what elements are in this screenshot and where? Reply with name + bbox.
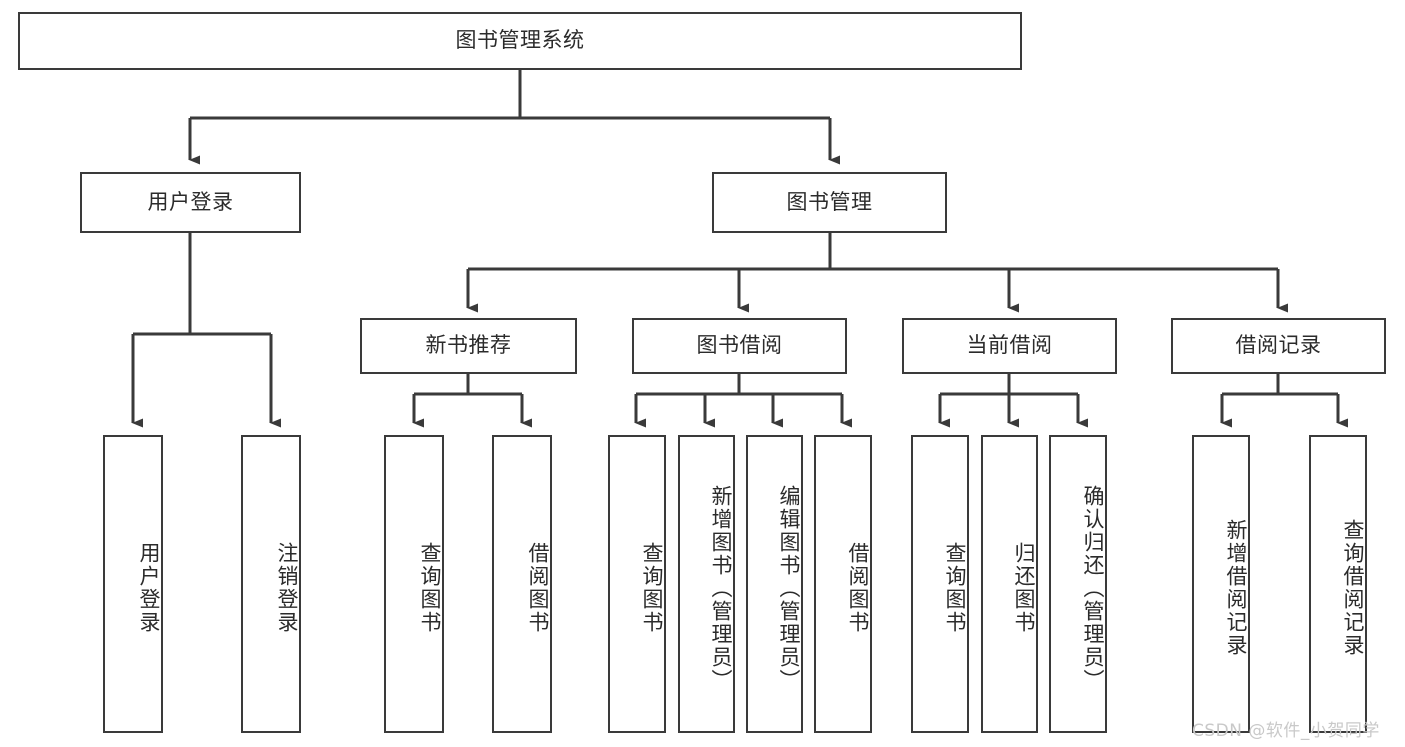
leaf-cb-query-book-label: 查询图书 (943, 542, 967, 634)
leaf-bb-edit-book-label: 编辑图书（管理员） (777, 484, 801, 692)
leaf-br-add-record-label: 新增借阅记录 (1224, 519, 1248, 657)
leaf-bb-query-book-label: 查询图书 (640, 542, 664, 634)
node-new-book-recommend-label: 新书推荐 (425, 333, 512, 358)
node-user-login-label: 用户登录 (147, 189, 234, 214)
leaf-cb-query-book[interactable]: 查询图书 (911, 435, 969, 733)
node-borrow-record[interactable]: 借阅记录 (1171, 318, 1386, 374)
leaf-cb-confirm-return-label: 确认归还（管理员） (1081, 484, 1105, 692)
leaf-br-query-record-label: 查询借阅记录 (1341, 519, 1365, 657)
node-borrow-record-label: 借阅记录 (1235, 333, 1322, 358)
leaf-cb-return-book-label: 归还图书 (1012, 542, 1036, 634)
node-current-borrow-label: 当前借阅 (966, 333, 1053, 358)
leaf-nb-borrow-book[interactable]: 借阅图书 (492, 435, 552, 733)
leaf-bb-add-book[interactable]: 新增图书（管理员） (678, 435, 735, 733)
node-new-book-recommend[interactable]: 新书推荐 (360, 318, 577, 374)
leaf-bb-borrow-book-label: 借阅图书 (846, 542, 870, 634)
node-root[interactable]: 图书管理系统 (18, 12, 1022, 70)
node-book-manage-label: 图书管理 (786, 189, 873, 214)
leaf-nb-borrow-book-label: 借阅图书 (526, 542, 550, 634)
leaf-bb-borrow-book[interactable]: 借阅图书 (814, 435, 872, 733)
leaf-cb-confirm-return[interactable]: 确认归还（管理员） (1049, 435, 1107, 733)
leaf-logout[interactable]: 注销登录 (241, 435, 301, 733)
leaf-br-add-record[interactable]: 新增借阅记录 (1192, 435, 1250, 733)
node-book-borrow[interactable]: 图书借阅 (632, 318, 847, 374)
leaf-bb-add-book-label: 新增图书（管理员） (709, 484, 733, 692)
leaf-nb-query-book-label: 查询图书 (418, 542, 442, 634)
node-book-borrow-label: 图书借阅 (696, 333, 783, 358)
leaf-bb-edit-book[interactable]: 编辑图书（管理员） (746, 435, 803, 733)
node-user-login[interactable]: 用户登录 (80, 172, 301, 233)
leaf-user-login[interactable]: 用户登录 (103, 435, 163, 733)
leaf-logout-label: 注销登录 (275, 542, 299, 634)
leaf-nb-query-book[interactable]: 查询图书 (384, 435, 444, 733)
leaf-user-login-label: 用户登录 (137, 542, 161, 634)
leaf-cb-return-book[interactable]: 归还图书 (981, 435, 1038, 733)
leaf-br-query-record[interactable]: 查询借阅记录 (1309, 435, 1367, 733)
node-root-label: 图书管理系统 (455, 28, 585, 53)
leaf-bb-query-book[interactable]: 查询图书 (608, 435, 666, 733)
node-book-manage[interactable]: 图书管理 (712, 172, 947, 233)
node-current-borrow[interactable]: 当前借阅 (902, 318, 1117, 374)
